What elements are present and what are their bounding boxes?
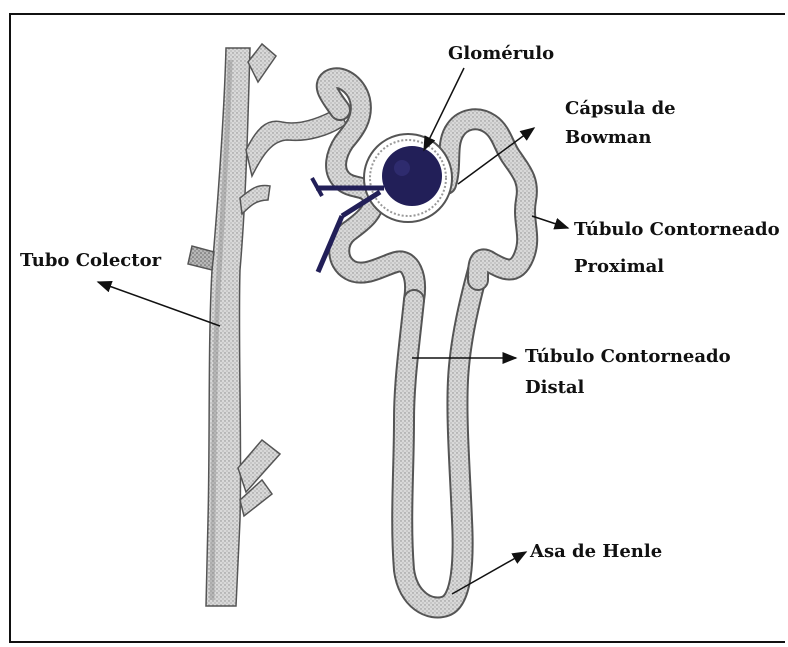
label-tcp-line2: Proximal <box>574 253 664 280</box>
collecting-duct <box>188 44 346 606</box>
label-tcd-line2: Distal <box>525 374 584 401</box>
leader-tubo-colector <box>98 282 220 326</box>
label-capsula-line1: Cápsula de <box>565 95 676 122</box>
label-tcd-line1: Túbulo Contorneado <box>525 343 731 370</box>
label-tcp-line1: Túbulo Contorneado <box>574 216 780 243</box>
leader-tcp <box>532 216 568 228</box>
label-tubo-colector: Tubo Colector <box>20 247 161 274</box>
loop-of-henle <box>402 270 478 608</box>
proximal-convoluted-tubule <box>446 119 527 280</box>
label-capsula-line2: Bowman <box>565 124 652 151</box>
label-asa-henle: Asa de Henle <box>530 538 662 565</box>
label-glomerulo: Glomérulo <box>448 40 554 67</box>
glomerulus <box>382 146 442 206</box>
